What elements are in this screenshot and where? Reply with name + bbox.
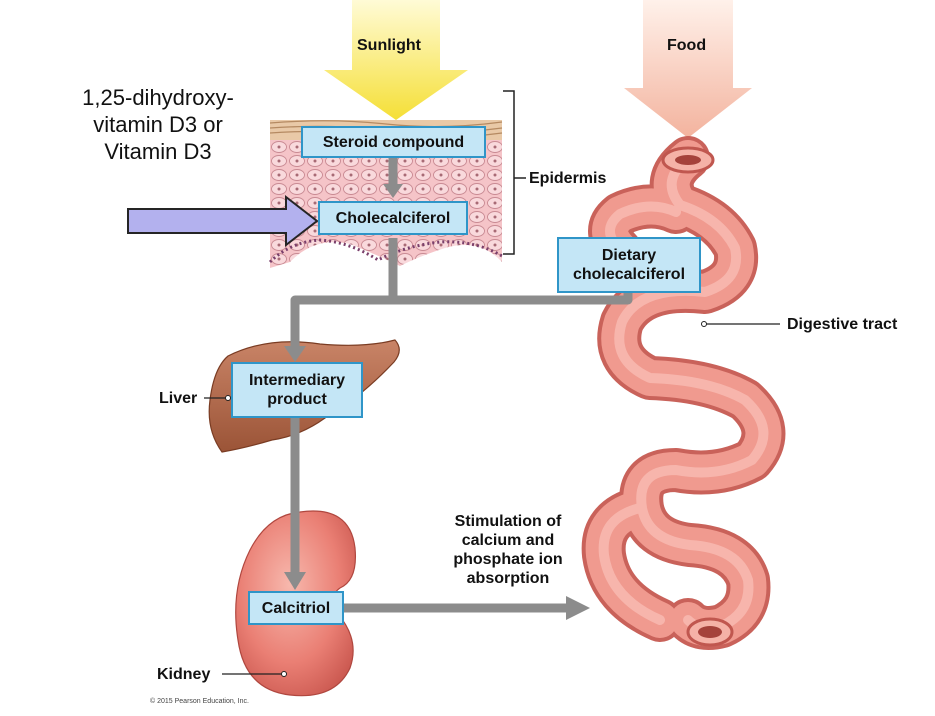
cholecalciferol-box: Cholecalciferol — [318, 201, 468, 235]
epidermis-label: Epidermis — [529, 170, 607, 187]
digestive-tract-label: Digestive tract — [787, 316, 898, 333]
dietary-cholecalciferol-box: Dietary cholecalciferol — [557, 237, 701, 293]
liver-label: Liver — [159, 390, 198, 407]
arrowheads — [284, 184, 590, 620]
intermediary-line-2: product — [267, 391, 327, 408]
pathway-arrows — [290, 158, 633, 613]
epidermis-bracket — [503, 90, 515, 255]
steroid-compound-box: Steroid compound — [301, 126, 486, 158]
annotation-line-2: vitamin D3 or — [93, 112, 223, 137]
stimulation-label: Stimulation of calcium and phosphate ion… — [428, 512, 588, 588]
intermediary-line-1: Intermediary — [248, 372, 346, 389]
stimulation-line-1: Stimulation of — [454, 513, 562, 530]
annotation-line-1: 1,25-dihydroxy- — [82, 85, 234, 110]
stimulation-line-3: phosphate ion — [453, 551, 563, 568]
dietary-line-1: Dietary — [601, 247, 657, 264]
annotation-arrow — [127, 194, 319, 248]
calcitriol-box: Calcitriol — [248, 591, 344, 625]
digestive-tract — [581, 136, 786, 650]
copyright-text: © 2015 Pearson Education, Inc. — [150, 698, 249, 705]
annotation-line-3: Vitamin D3 — [104, 139, 212, 164]
food-arrow — [624, 0, 752, 138]
sunlight-arrow — [324, 0, 468, 120]
stimulation-line-2: calcium and — [461, 532, 555, 549]
annotation-text: 1,25-dihydroxy- vitamin D3 or Vitamin D3 — [40, 84, 276, 165]
stimulation-line-4: absorption — [466, 570, 550, 587]
food-label: Food — [667, 37, 707, 54]
sunlight-label: Sunlight — [357, 37, 421, 54]
dietary-line-2: cholecalciferol — [572, 266, 686, 283]
kidney-label: Kidney — [157, 666, 211, 683]
intermediary-product-box: Intermediary product — [231, 362, 363, 418]
